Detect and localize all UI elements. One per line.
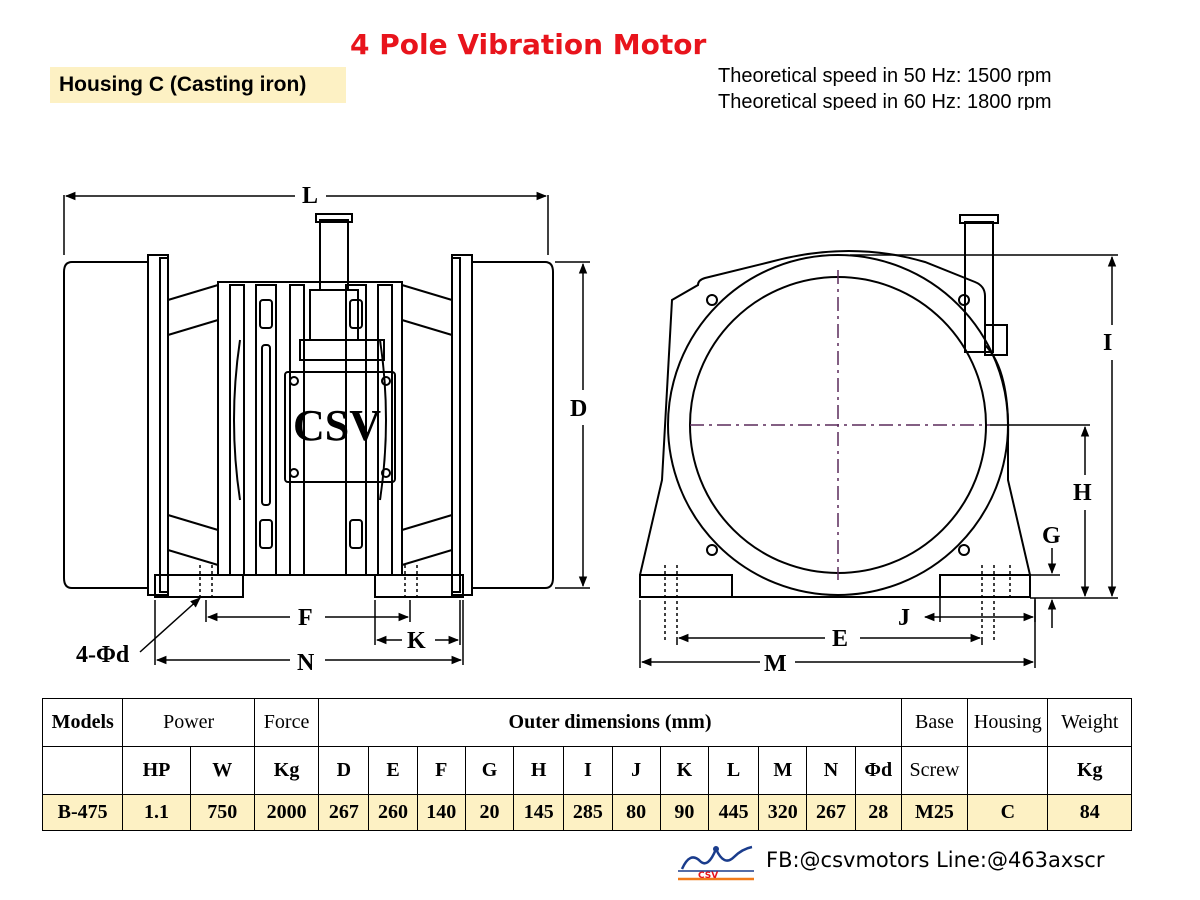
sub-m: M: [758, 746, 808, 795]
left-foot: [154, 574, 244, 598]
sub-phid: Φd: [854, 746, 902, 795]
csv-logo-icon: CSV: [678, 845, 754, 881]
col-power: Power: [122, 698, 255, 747]
sub-f: F: [416, 746, 466, 795]
spec-table: Models Power Force Outer dimensions (mm)…: [41, 698, 1132, 831]
end-left-foot: [639, 574, 733, 598]
cell-i: 285: [563, 794, 613, 831]
table-header-row-2: HP W Kg D E F G H I J K L M N Φd Screw K…: [41, 746, 1132, 795]
cell-k: 90: [659, 794, 709, 831]
cell-force: 2000: [253, 794, 320, 831]
housing-label: Housing C (Casting iron): [50, 67, 346, 103]
cell-housing: C: [967, 794, 1049, 831]
sub-n: N: [806, 746, 856, 795]
sub-weight-unit: Kg: [1047, 746, 1132, 795]
speed-50hz: Theoretical speed in 50 Hz: 1500 rpm: [718, 64, 1052, 88]
cell-weight: 84: [1047, 794, 1132, 831]
sub-models-blank: [41, 746, 124, 795]
sub-screw: Screw: [900, 746, 969, 795]
right-flange: [451, 254, 473, 596]
left-end-cap: [63, 261, 149, 589]
dim-I-label: I: [1103, 330, 1112, 356]
sub-j: J: [611, 746, 661, 795]
terminal-box: [284, 371, 396, 483]
sub-w: W: [189, 746, 255, 795]
sub-g: G: [464, 746, 515, 795]
sub-h: H: [513, 746, 565, 795]
speed-60hz-value: 1800 rpm: [967, 91, 1052, 110]
cell-hp: 1.1: [122, 794, 191, 831]
speed-50hz-value: 1500 rpm: [967, 65, 1052, 87]
dim-D-label: D: [570, 396, 587, 422]
speed-60hz: Theoretical speed in 60 Hz: 1800 rpm: [718, 90, 1052, 110]
dim-H-label: H: [1073, 480, 1092, 506]
left-flange: [147, 254, 169, 596]
right-end-cap: [471, 261, 554, 589]
cell-n: 267: [806, 794, 856, 831]
dim-L-label: L: [302, 183, 318, 209]
sub-l: L: [707, 746, 760, 795]
cable-gland: [319, 219, 349, 291]
sub-kg: Kg: [253, 746, 320, 795]
end-dimensions: [639, 254, 1118, 668]
right-foot: [374, 574, 464, 598]
col-force: Force: [253, 698, 320, 747]
col-housing: Housing: [967, 698, 1049, 747]
housing-body: [217, 281, 403, 576]
end-right-foot: [939, 574, 1031, 598]
logo-text: CSV: [698, 871, 718, 881]
side-dimensions: [63, 191, 590, 665]
hole-label: 4-Φd: [76, 642, 130, 668]
table-row: B-475 1.1 750 2000 267 260 140 20 145 28…: [41, 794, 1132, 831]
table-header-row-1: Models Power Force Outer dimensions (mm)…: [41, 698, 1132, 747]
sub-hp: HP: [122, 746, 191, 795]
contact-info: FB:@csvmotors Line:@463axscr: [766, 848, 1105, 872]
cell-h: 145: [513, 794, 565, 831]
col-outer-dimensions: Outer dimensions (mm): [318, 698, 902, 747]
dim-J-label: J: [898, 605, 910, 631]
col-weight: Weight: [1047, 698, 1132, 747]
dim-K-label: K: [407, 628, 426, 654]
page-title: 4 Pole Vibration Motor: [350, 28, 707, 61]
cell-d: 267: [318, 794, 370, 831]
sub-i: I: [563, 746, 613, 795]
end-housing-outline: [639, 250, 1031, 598]
sub-housing: [967, 746, 1049, 795]
sub-k: K: [659, 746, 709, 795]
cell-w: 750: [189, 794, 255, 831]
cell-e: 260: [368, 794, 418, 831]
cell-m: 320: [758, 794, 808, 831]
dim-N-label: N: [297, 650, 315, 676]
dim-E-label: E: [832, 626, 848, 652]
speed-60hz-text: Theoretical speed in 60 Hz:: [718, 91, 962, 110]
cell-screw: M25: [900, 794, 969, 831]
end-cable-gland: [964, 221, 994, 353]
dim-M-label: M: [764, 651, 787, 677]
col-models: Models: [41, 698, 124, 747]
cell-f: 140: [416, 794, 466, 831]
hole-leader: [139, 597, 201, 653]
speed-50hz-text: Theoretical speed in 50 Hz:: [718, 65, 962, 87]
col-base: Base: [900, 698, 969, 747]
dim-F-label: F: [298, 605, 313, 631]
sub-d: D: [318, 746, 370, 795]
cell-l: 445: [707, 794, 760, 831]
technical-drawing: L D F K N 4-Φd CSV: [63, 183, 1118, 677]
cell-j: 80: [611, 794, 661, 831]
cell-phid: 28: [854, 794, 902, 831]
end-view: [639, 214, 1031, 640]
cell-g: 20: [464, 794, 515, 831]
brand-label: CSV: [293, 401, 381, 450]
centerlines: [690, 270, 990, 580]
side-view: [63, 213, 554, 600]
sub-e: E: [368, 746, 418, 795]
dim-G-label: G: [1042, 523, 1061, 549]
cell-model: B-475: [41, 794, 124, 831]
